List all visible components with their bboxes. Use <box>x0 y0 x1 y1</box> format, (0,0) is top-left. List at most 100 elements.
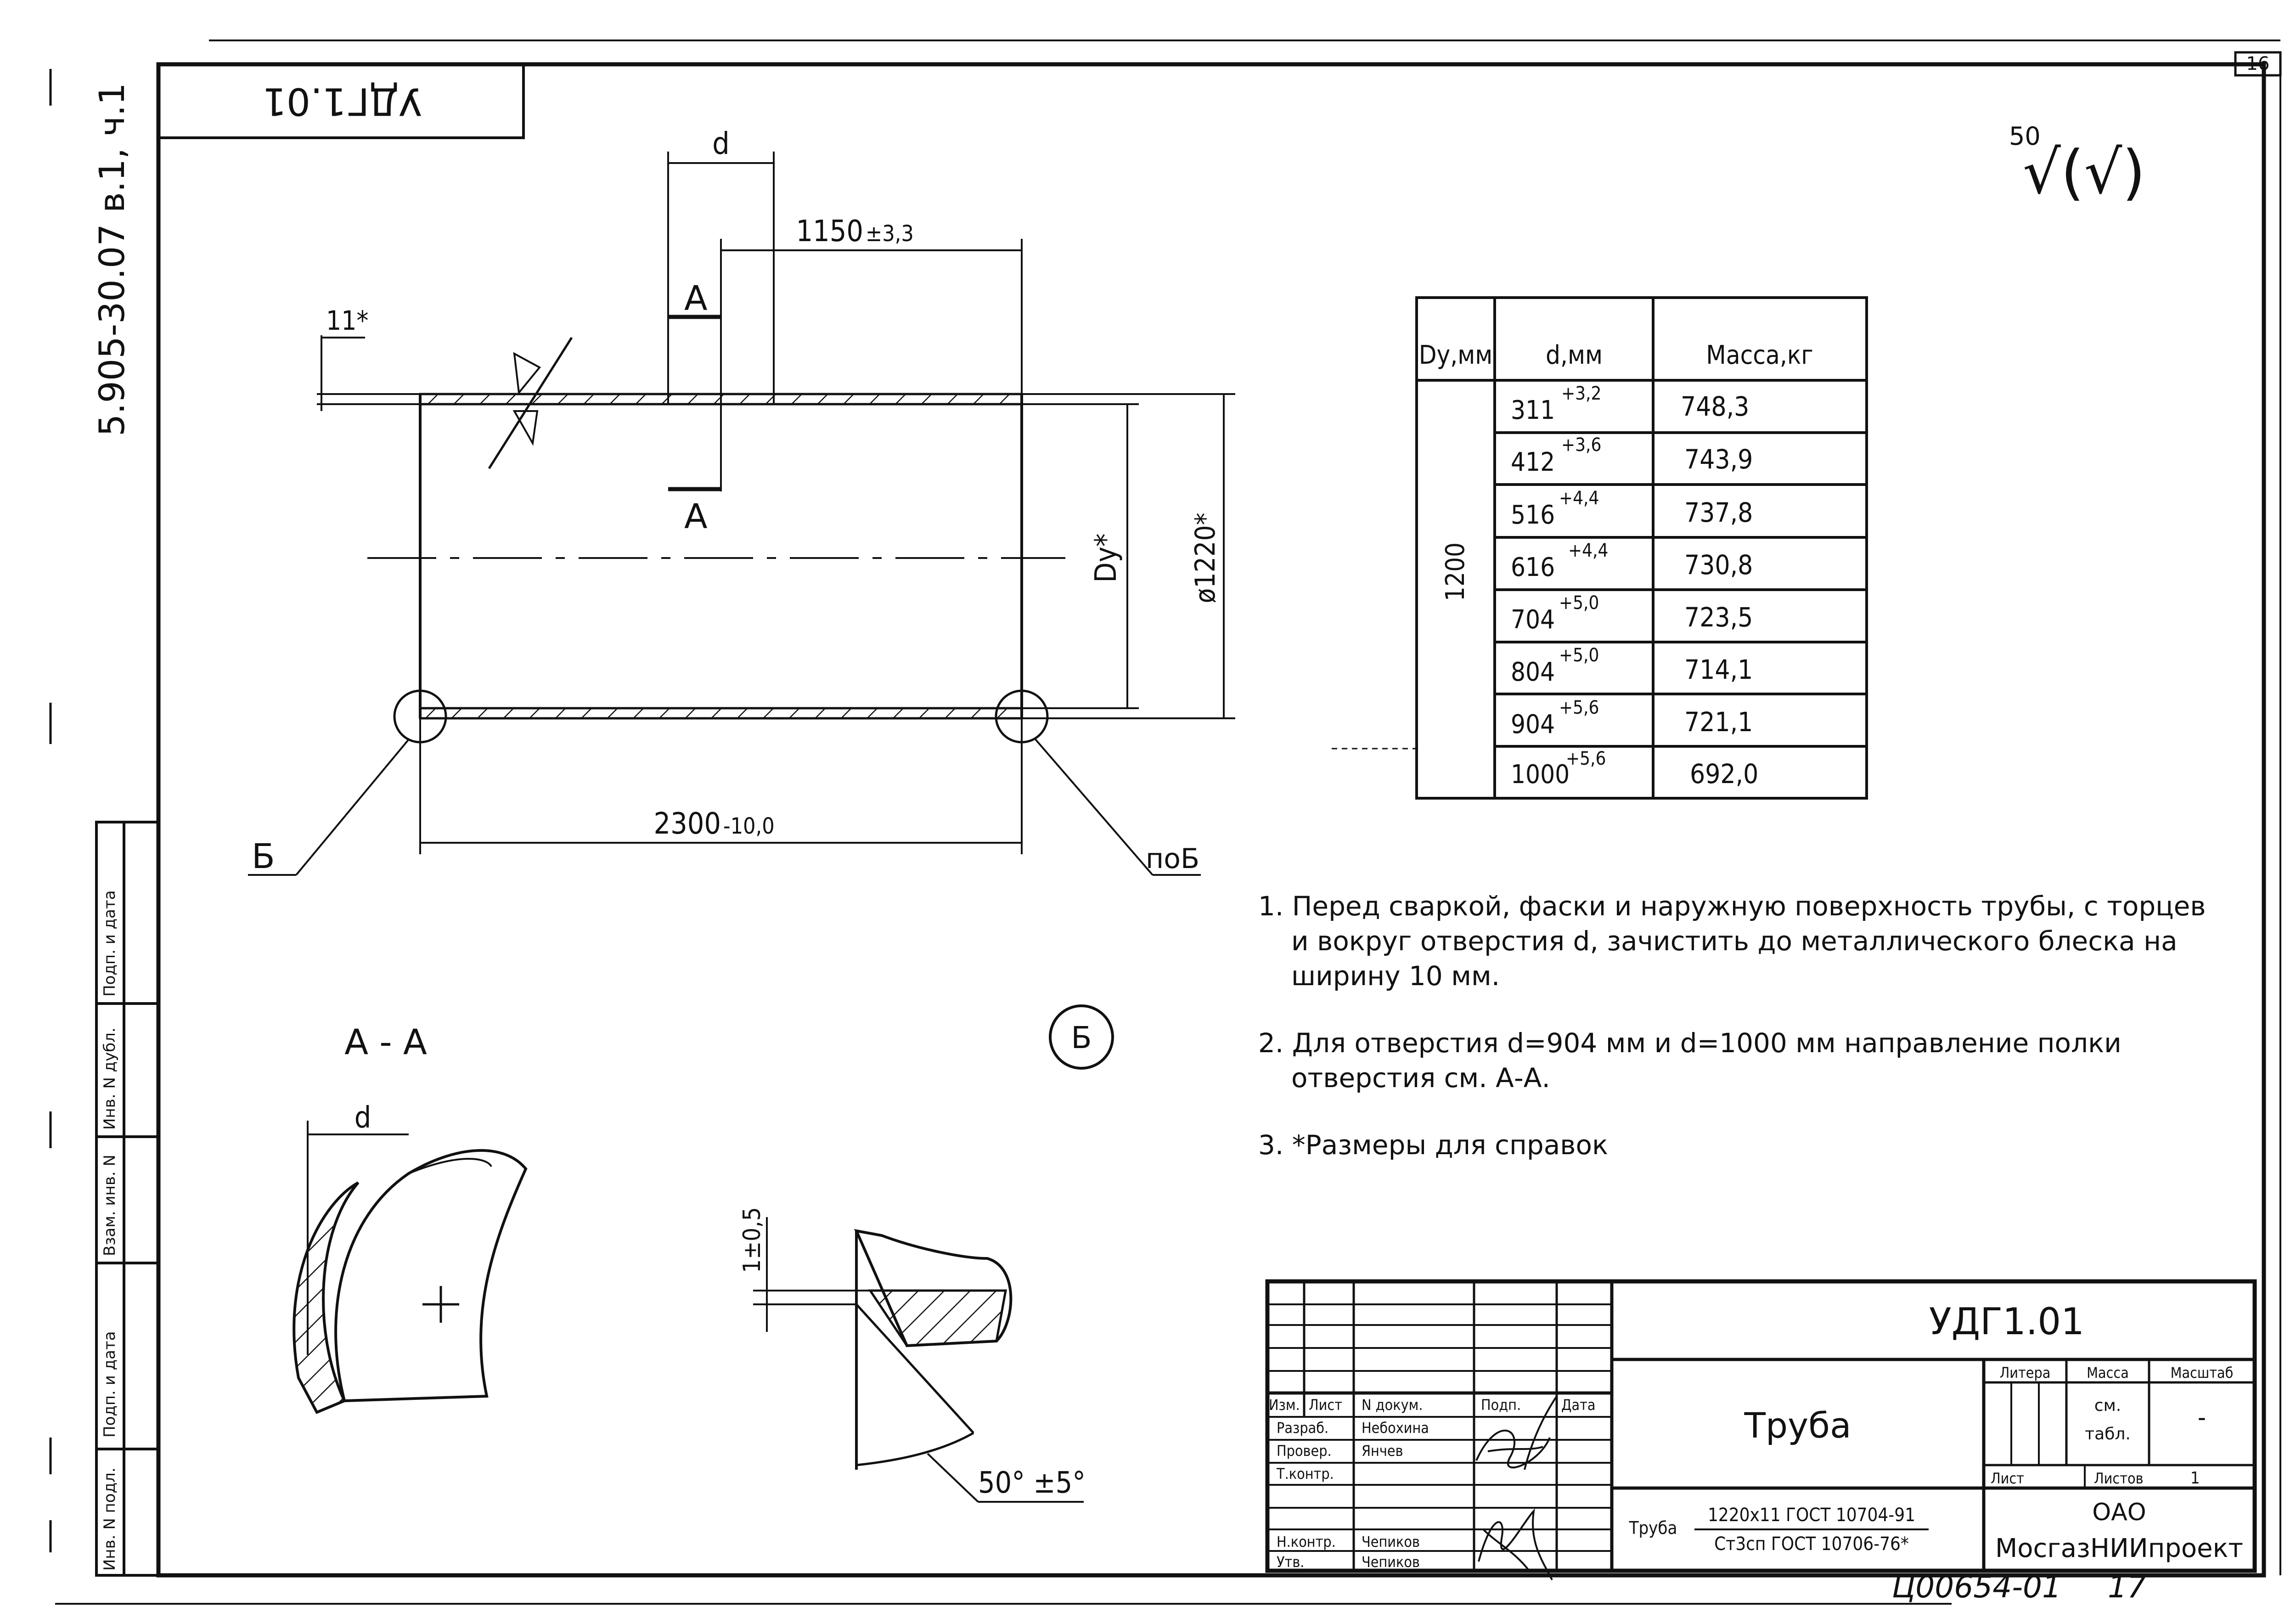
svg-text:730,8: 730,8 <box>1684 549 1753 581</box>
strip-label-vzam-inv: Взам. инв. N <box>101 1155 119 1256</box>
svg-text:УДГ1.01: УДГ1.01 <box>263 79 422 123</box>
role-razrab: Разраб. <box>1277 1419 1328 1437</box>
svg-text:748,3: 748,3 <box>1681 391 1749 422</box>
svg-text:714,1: 714,1 <box>1684 654 1753 685</box>
table-header-mass: Масса,кг <box>1706 340 1813 370</box>
table-row: 804 +5,0 714,1 <box>1511 645 1753 687</box>
strip-label-inv-podl: Инв. N подл. <box>101 1467 119 1571</box>
svg-text:616: 616 <box>1511 553 1555 582</box>
dim-2300-value: 2300 <box>654 807 721 841</box>
role-tkontr: Т.контр. <box>1276 1465 1334 1483</box>
material-prefix: Труба <box>1629 1518 1677 1538</box>
svg-text:+5,0: +5,0 <box>1559 645 1599 666</box>
scale-label: Масштаб <box>2171 1364 2234 1382</box>
svg-text:Ц00654-01: Ц00654-01 <box>1892 1569 2061 1605</box>
svg-text:904: 904 <box>1511 710 1555 739</box>
table-rows: 311 +3,2 748,3 412 +3,6 743,9 516 +4,4 7… <box>1511 383 1758 789</box>
sheet-frame <box>55 39 2282 1605</box>
svg-text:311: 311 <box>1511 395 1555 425</box>
strip-label-inv-dubl: Инв. N дубл. <box>101 1027 119 1130</box>
dim-d-top: d <box>712 126 730 161</box>
title-name: Труба <box>1744 1405 1851 1446</box>
table-dy-value: 1200 <box>1441 542 1470 601</box>
pipe-main-view <box>248 152 1235 876</box>
material-line2: Ст3сп ГОСТ 10706-76* <box>1714 1534 1909 1555</box>
callout-b-left: Б <box>252 837 275 876</box>
svg-text:721,1: 721,1 <box>1684 706 1753 738</box>
section-a-a-title: А - А <box>344 1021 427 1062</box>
side-code: 5.905-30.07 в.1, ч.1 <box>91 83 132 436</box>
section-a-a-view <box>293 1121 528 1414</box>
note-2: 2. Для отверстия d=904 мм и d=1000 мм на… <box>1258 1027 2122 1094</box>
mass-table <box>1415 296 1868 800</box>
person-utv: Чепиков <box>1362 1553 1420 1571</box>
svg-text:+3,6: +3,6 <box>1561 434 1601 456</box>
title-designation: УДГ1.01 <box>1929 1300 2084 1343</box>
detail-dim-gap: 1±0,5 <box>738 1207 766 1273</box>
col-header-izm: Изм. <box>1269 1396 1300 1414</box>
section-mark-bottom: А <box>684 497 708 536</box>
top-stamp: УДГ1.01 <box>157 63 525 139</box>
person-nkontr: Чепиков <box>1362 1533 1420 1551</box>
svg-text:+5,6: +5,6 <box>1559 697 1599 718</box>
notes-block: 1. Перед сваркой, фаски и наружную повер… <box>1258 889 2213 1162</box>
mass-value: см. табл. <box>2085 1396 2131 1444</box>
svg-text:√(√): √(√) <box>2023 137 2145 207</box>
col-header-list: Лист <box>1309 1396 1342 1414</box>
org-line1: ОАО <box>2092 1499 2146 1526</box>
svg-text:516: 516 <box>1511 500 1555 530</box>
roughness-symbol: 50 √(√) <box>2009 122 2145 207</box>
table-row: 412 +3,6 743,9 <box>1511 434 1753 477</box>
title-block <box>1265 1279 2257 1573</box>
callout-b-right: пoБ <box>1146 843 1199 875</box>
detail-b-view <box>753 1217 1084 1503</box>
sheet-number: 16 <box>2246 53 2270 74</box>
svg-text:804: 804 <box>1511 657 1555 687</box>
table-row: 516 +4,4 737,8 <box>1511 488 1753 530</box>
scale-value: - <box>2198 1403 2206 1432</box>
strip-label-podp-data-2: Подп. и дата <box>101 890 119 997</box>
svg-text:+3,2: +3,2 <box>1561 383 1601 404</box>
table-row: 311 +3,2 748,3 <box>1511 383 1749 425</box>
svg-text:+4,4: +4,4 <box>1568 540 1608 561</box>
sheets-value: 1 <box>2190 1469 2200 1488</box>
strip-label-podp-data-1: Подп. и дата <box>101 1331 119 1438</box>
table-header-dy: Dy,мм <box>1419 340 1493 370</box>
sheet-label: Лист <box>1991 1470 2024 1487</box>
dim-dy: Dy* <box>1089 533 1123 582</box>
left-strip <box>95 821 160 1577</box>
role-utv: Утв. <box>1277 1553 1304 1571</box>
svg-text:704: 704 <box>1511 605 1555 635</box>
svg-text:737,8: 737,8 <box>1684 497 1753 528</box>
org-line2: МосгазНИИпроект <box>1995 1534 2243 1563</box>
sheets-label: Листов <box>2094 1470 2144 1487</box>
svg-text:1000: 1000 <box>1511 760 1570 789</box>
svg-text:+4,4: +4,4 <box>1559 488 1599 509</box>
svg-text:743,9: 743,9 <box>1684 444 1753 475</box>
detail-bevel-angle: 50° ±5° <box>978 1466 1086 1500</box>
table-row: 616 +4,4 730,8 <box>1511 540 1753 582</box>
table-header-d: d,мм <box>1546 340 1603 370</box>
dim-1150-value: 1150 <box>796 214 864 248</box>
svg-text:692,0: 692,0 <box>1690 758 1758 789</box>
svg-text:412: 412 <box>1511 447 1555 477</box>
col-header-podp: Подп. <box>1481 1396 1521 1414</box>
col-header-data: Дата <box>1561 1396 1596 1414</box>
dim-outer-diameter: ø1220* <box>1189 513 1221 603</box>
role-prover: Провер. <box>1277 1442 1332 1460</box>
svg-text:+5,0: +5,0 <box>1559 592 1599 614</box>
litera-label: Литера <box>2000 1364 2051 1382</box>
handwritten-annotation: Ц00654-01 17 <box>1892 1569 2146 1605</box>
role-nkontr: Н.контр. <box>1277 1533 1336 1551</box>
person-prover: Янчев <box>1362 1442 1403 1460</box>
svg-text:17: 17 <box>2108 1569 2146 1605</box>
table-row: 704 +5,0 723,5 <box>1511 592 1753 635</box>
signature-marks <box>1475 1395 1558 1580</box>
section-mark-top: А <box>684 279 708 318</box>
table-row: 904 +5,6 721,1 <box>1511 697 1753 739</box>
detail-b-mark: Б <box>1049 1004 1114 1070</box>
material-line1: 1220x11 ГОСТ 10704-91 <box>1708 1505 1915 1526</box>
dim-2300-tol: -10,0 <box>723 813 775 839</box>
svg-text:Б: Б <box>1071 1020 1092 1055</box>
svg-text:+5,6: +5,6 <box>1566 748 1606 769</box>
